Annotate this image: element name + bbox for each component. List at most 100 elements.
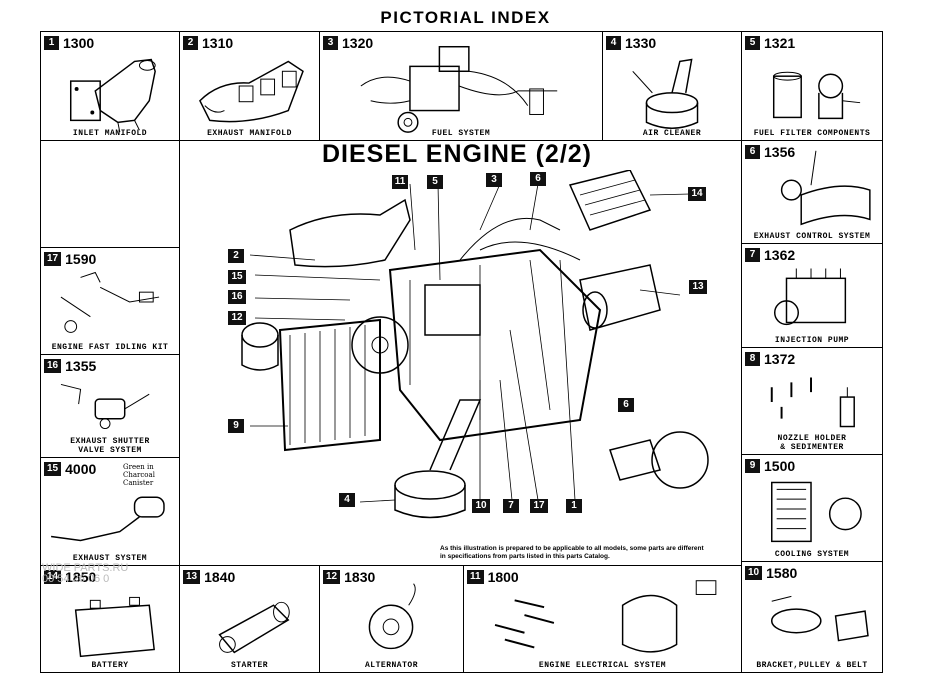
panel-fuel-filter-components[interactable]: 5 1321 FUEL FILTER COMPONENTS [741,31,883,141]
panel-fuel-system[interactable]: 3 1320 FUEL SYSTEM [319,31,603,141]
callout-3: 3 [486,173,502,187]
diesel-engine-illustration [241,170,709,519]
fuel-system-drawing [360,45,558,133]
panel-inlet-manifold[interactable]: 1 1300 INLET MANIFOLD [40,31,180,141]
panel-caption: COOLING SYSTEM [774,550,850,559]
part-code: 1840 [204,569,236,585]
panel-number-badge: 13 [183,570,201,584]
fast-idling-kit-drawing [60,271,160,333]
panel-caption: EXHAUST SHUTTER VALVE SYSTEM [70,437,150,455]
panel-caption: ENGINE FAST IDLING KIT [51,343,169,352]
panel-caption: EXHAUST MANIFOLD [207,129,292,138]
callout-15: 15 [228,270,246,284]
panel-caption: EXHAUST SYSTEM [72,554,148,563]
panel-number-badge: 12 [323,570,341,584]
panel-exhaust-control-system[interactable]: 6 1356 EXHAUST CONTROL SYSTEM [741,140,883,244]
panel-caption: ENGINE ELECTRICAL SYSTEM [538,661,667,670]
callout-12: 12 [228,311,246,325]
panel-caption: FUEL SYSTEM [431,129,491,138]
part-code: 1500 [764,458,796,474]
panel-number-badge: 9 [745,459,760,473]
callout-14: 14 [688,187,706,201]
panel-caption: BATTERY [91,661,129,670]
callout-4: 4 [339,493,355,507]
panel-number-badge: 17 [44,252,62,266]
callout-7: 7 [503,499,519,513]
main-diagram-title: DIESEL ENGINE (2/2) [322,140,592,168]
panel-caption: INLET MANIFOLD [72,129,148,138]
page-title: PICTORIAL INDEX [380,8,551,27]
callout-13: 13 [689,280,707,294]
part-code: 1321 [764,35,796,51]
part-code: 1355 [65,358,97,374]
panel-number-badge: 10 [745,566,763,580]
callout-1: 1 [566,499,582,513]
nozzle-holder-drawing [770,377,855,428]
panel-number-badge: 14 [44,570,62,584]
panel-caption: EXHAUST CONTROL SYSTEM [753,232,871,241]
part-code: 1356 [764,144,796,160]
part-code: 1590 [65,251,97,267]
panel-number-badge: 11 [467,570,484,584]
panel-number-badge: 8 [745,352,760,366]
air-cleaner-drawing [632,58,699,129]
panel-number-badge: 4 [606,36,621,50]
watermark: WIDE PARTS.RU 00 54 26 06 0 [42,562,129,585]
part-code: 1800 [487,569,519,585]
starter-drawing [218,601,290,654]
panel-air-cleaner[interactable]: 4 1330 AIR CLEANER [602,31,742,141]
part-code: 1850 [65,569,97,585]
applicability-note: As this illustration is prepared to be a… [440,545,704,560]
callout-9: 9 [228,419,244,433]
callout-6: 6 [530,172,546,186]
panel-injection-pump[interactable]: 7 1362 INJECTION PUMP [741,243,883,348]
panel-number-badge: 7 [745,248,760,262]
panel-number-badge: 3 [323,36,338,50]
callout-17: 17 [530,499,548,513]
part-code: 1310 [202,35,234,51]
panel-number-badge: 1 [44,36,59,50]
panel-cooling-system[interactable]: 9 1500 COOLING SYSTEM [741,454,883,562]
part-code: 1830 [344,569,376,585]
panel-caption: AIR CLEANER [642,129,702,138]
panel-caption: INJECTION PUMP [774,336,850,345]
engine-electrical-drawing [494,580,717,653]
callout-6-lower: 6 [618,398,634,412]
panel-caption: FUEL FILTER COMPONENTS [753,129,871,138]
part-code: 1320 [342,35,374,51]
callout-11: 11 [392,175,408,189]
part-code: 1580 [766,565,798,581]
panel-blank [40,140,180,248]
battery-drawing [74,596,155,658]
panel-number-badge: 6 [745,145,760,159]
callout-2: 2 [228,249,244,263]
panel-caption: BRACKET,PULLEY & BELT [756,661,868,670]
exhaust-shutter-drawing [60,383,150,430]
panel-exhaust-manifold[interactable]: 2 1310 EXHAUST MANIFOLD [179,31,320,141]
injection-pump-drawing [773,268,847,326]
part-code: 1330 [625,35,657,51]
panel-number-badge: 5 [745,36,760,50]
panel-caption: ALTERNATOR [364,661,418,670]
cooling-system-drawing [771,481,862,543]
callout-10: 10 [472,499,490,513]
part-code: 1300 [63,35,95,51]
panel-caption: STARTER [230,661,269,670]
panel-nozzle-holder-sedimenter[interactable]: 8 1372 NOZZLE HOLDER & SEDIMENTER [741,347,883,455]
panel-number-badge: 2 [183,36,198,50]
part-code: 1372 [764,351,796,367]
panel-number-badge: 15 [44,462,62,476]
part-code: 1362 [764,247,796,263]
panel-caption: NOZZLE HOLDER & SEDIMENTER [777,434,847,452]
alternator-drawing [368,583,416,650]
exhaust-control-drawing [780,150,871,226]
part-code: 4000 [65,461,97,477]
